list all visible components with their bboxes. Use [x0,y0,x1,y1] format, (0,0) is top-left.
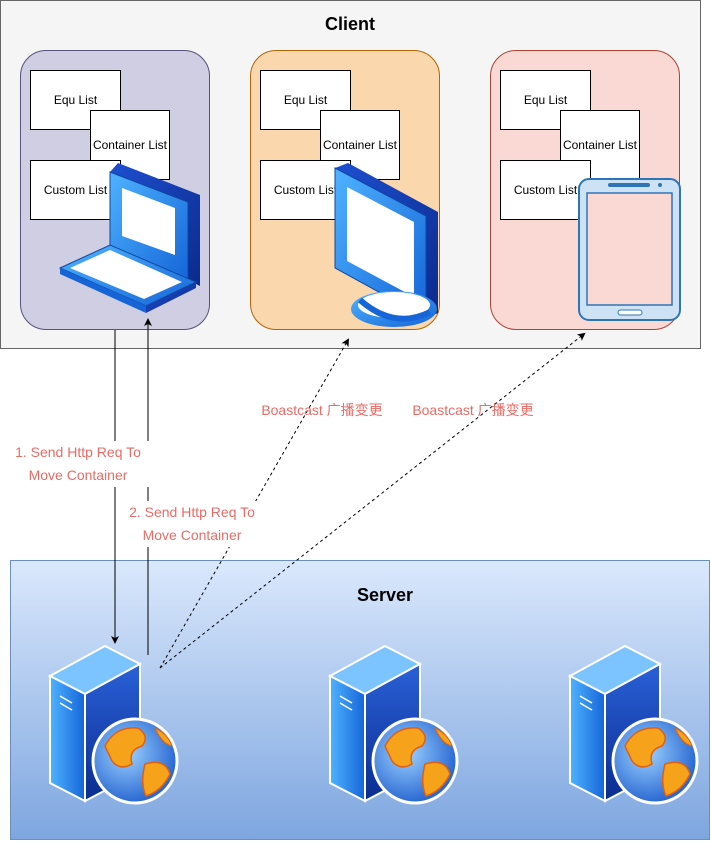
equ-list-card[interactable]: Equ List [500,70,591,130]
custom-list-card[interactable]: Custom List [260,160,351,220]
request-label-2: 2. Send Http Req To Move Container [120,501,264,547]
custom-list-card[interactable]: Custom List [30,160,121,220]
client-title: Client [324,14,375,34]
custom-list-card[interactable]: Custom List [500,160,591,220]
server-title: Server [356,585,414,605]
request-label-1: 1. Send Http Req To Move Container [6,441,150,487]
broadcast-label-1: Boastcast 广播变更 [261,402,383,418]
equ-list-card[interactable]: Equ List [260,70,351,130]
broadcast-label-2: Boastcast 广播变更 [412,402,534,418]
